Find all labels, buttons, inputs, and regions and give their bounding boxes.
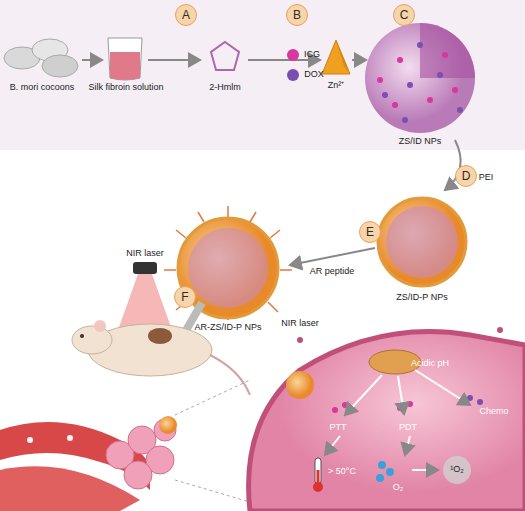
step-letter-circle: A bbox=[175, 4, 197, 26]
step-letter: A bbox=[182, 9, 190, 21]
figure-label: ZS/ID-P NPs bbox=[396, 293, 447, 303]
figure-label: O₂ bbox=[393, 483, 404, 493]
step-letter-circle: D bbox=[455, 165, 477, 187]
step-letter-circle: E bbox=[359, 221, 381, 243]
step-letter: D bbox=[462, 170, 471, 182]
figure-label: B. mori cocoons bbox=[10, 83, 75, 93]
step-letter-circle: F bbox=[174, 286, 196, 308]
figure-label: Silk fibroin solution bbox=[88, 83, 163, 93]
step-letter-circle: C bbox=[393, 4, 415, 26]
step-letter: B bbox=[293, 9, 301, 21]
figure-label: Chemo bbox=[479, 407, 508, 417]
figure-label: Zn²⁺ bbox=[328, 81, 345, 91]
figure-label: ¹O₂ bbox=[450, 465, 464, 475]
figure-label: PDT bbox=[399, 423, 417, 433]
figure-label: 2-Hmlm bbox=[209, 83, 241, 93]
step-letter: C bbox=[400, 9, 409, 21]
step-letter: F bbox=[181, 291, 188, 303]
figure-label: > 50°C bbox=[328, 467, 356, 477]
step-letter-circle: B bbox=[286, 4, 308, 26]
figure-label: AR peptide bbox=[310, 267, 355, 277]
figure-label: PTT bbox=[330, 423, 347, 433]
figure-label: ZS/ID NPs bbox=[399, 137, 442, 147]
step-letter: E bbox=[366, 226, 374, 238]
figure-label: ICG bbox=[304, 50, 320, 60]
figure-label: NIR laser bbox=[281, 319, 319, 329]
figure-label: Acidic pH bbox=[411, 359, 449, 369]
figure-label: PEI bbox=[479, 173, 494, 183]
figure-label: NIR laser bbox=[126, 249, 164, 259]
figure-label: DOX bbox=[304, 70, 324, 80]
figure-label: AR-ZS/ID-P NPs bbox=[195, 323, 262, 333]
